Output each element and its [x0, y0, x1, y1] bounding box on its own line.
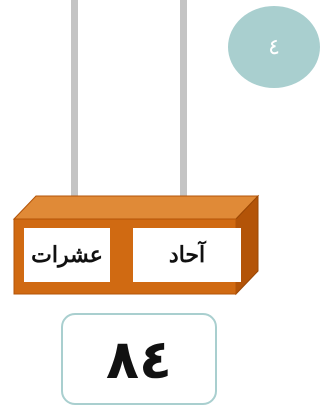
- tens-label: عشرات: [24, 228, 110, 282]
- ones-label: آحاد: [133, 228, 241, 282]
- abacus-base-top: [14, 196, 258, 219]
- number-value: ٨٤: [106, 328, 172, 391]
- number-box: ٨٤: [61, 313, 217, 405]
